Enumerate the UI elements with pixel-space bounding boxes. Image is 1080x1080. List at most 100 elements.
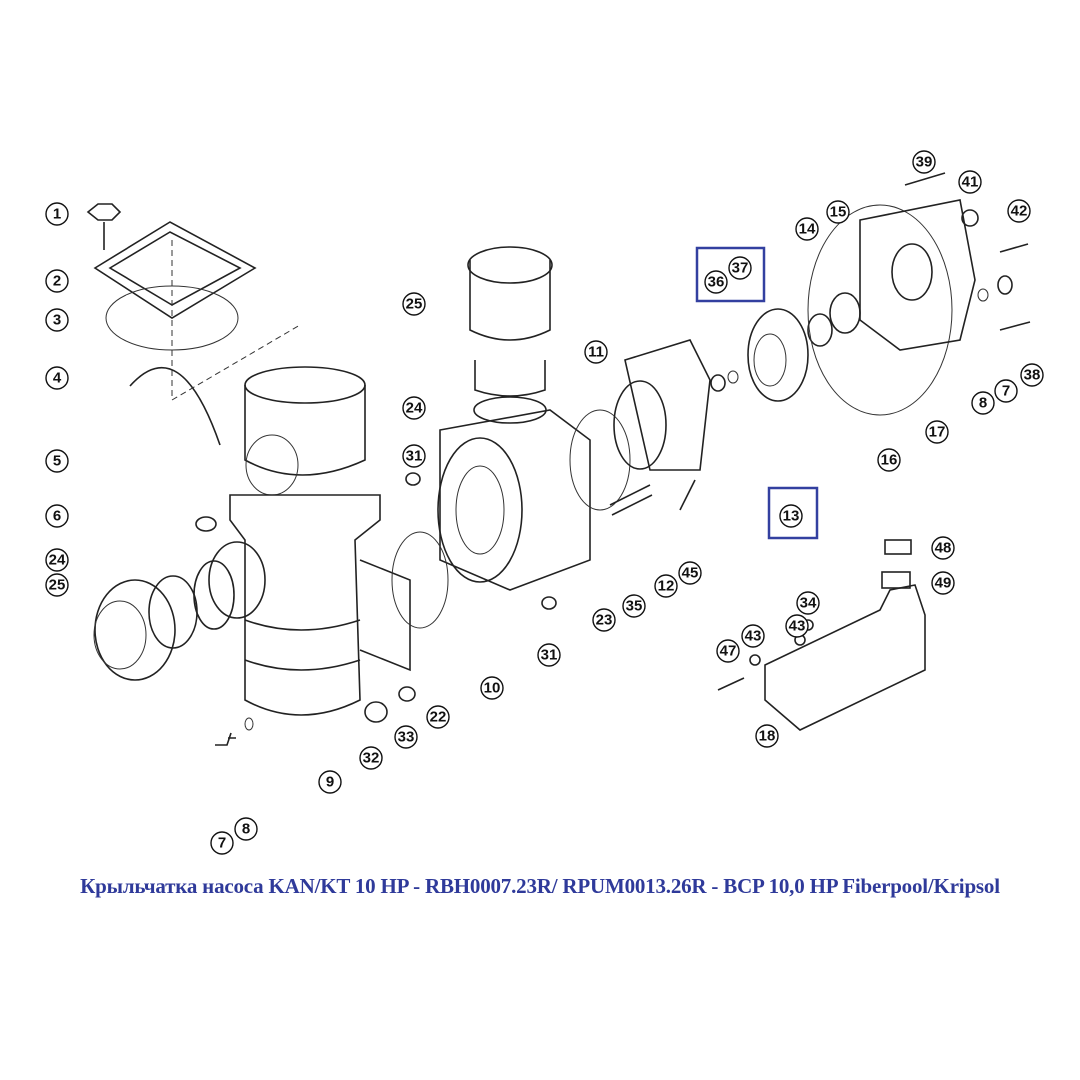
- callout-number: 43: [789, 618, 806, 635]
- callout-circle: [654, 574, 678, 598]
- callout-part-5: 5: [45, 449, 69, 473]
- callout-number: 22: [430, 709, 447, 726]
- callout-number: 7: [1002, 383, 1010, 400]
- callout-part-8: 8: [234, 817, 258, 841]
- callout-circle: [45, 548, 69, 572]
- callout-part-14: 14: [795, 217, 819, 241]
- callout-part-16: 16: [877, 448, 901, 472]
- callout-part-7: 7: [994, 379, 1018, 403]
- callout-circle: [402, 292, 426, 316]
- callout-number: 25: [406, 296, 423, 313]
- callout-part-3: 3: [45, 308, 69, 332]
- callout-number: 14: [799, 221, 816, 238]
- part-callouts: 1234562425789323322103131252411233512453…: [45, 150, 1044, 855]
- callout-part-25: 25: [45, 573, 69, 597]
- callout-part-36: 36: [704, 270, 728, 294]
- product-caption: Крыльчатка насоса KAN/KT 10 HP - RBH0007…: [80, 874, 1000, 898]
- callout-part-17: 17: [925, 420, 949, 444]
- callout-part-1: 1: [45, 202, 69, 226]
- callout-part-18: 18: [755, 724, 779, 748]
- callout-circle: [402, 396, 426, 420]
- callout-circle: [704, 270, 728, 294]
- callout-part-12: 12: [654, 574, 678, 598]
- callout-part-10: 10: [480, 676, 504, 700]
- callout-number: 42: [1011, 203, 1028, 220]
- callout-number: 39: [916, 154, 933, 171]
- callout-circle: [537, 643, 561, 667]
- callout-part-24: 24: [45, 548, 69, 572]
- callout-number: 24: [49, 552, 66, 569]
- highlight-box-13: [767, 486, 819, 540]
- callout-circle: [755, 724, 779, 748]
- strainer-basket: [244, 366, 366, 496]
- callout-circle: [45, 366, 69, 390]
- callout-circle: [678, 561, 702, 585]
- callout-circle: [994, 379, 1018, 403]
- callout-circle: [971, 391, 995, 415]
- callout-number: 43: [745, 628, 762, 645]
- callout-number: 7: [218, 835, 226, 852]
- callout-circle: [958, 170, 982, 194]
- callout-number: 4: [53, 370, 62, 387]
- callout-number: 36: [708, 274, 725, 291]
- callout-number: 23: [596, 612, 613, 629]
- diffuser: [613, 339, 711, 471]
- callout-number: 33: [398, 729, 415, 746]
- callout-number: 35: [626, 598, 643, 615]
- callout-part-47: 47: [716, 639, 740, 663]
- callout-circle: [45, 269, 69, 293]
- callout-number: 15: [830, 204, 847, 221]
- callout-number: 8: [242, 821, 250, 838]
- callout-part-41: 41: [958, 170, 982, 194]
- callout-part-49: 49: [931, 571, 955, 595]
- callout-circle: [592, 608, 616, 632]
- callout-part-8: 8: [971, 391, 995, 415]
- callout-part-31: 31: [537, 643, 561, 667]
- callout-number: 25: [49, 577, 66, 594]
- highlight-box-36-37: [695, 246, 766, 303]
- callout-part-2: 2: [45, 269, 69, 293]
- callout-part-38: 38: [1020, 363, 1044, 387]
- callout-part-22: 22: [426, 705, 450, 729]
- callout-circle: [826, 200, 850, 224]
- callout-part-15: 15: [826, 200, 850, 224]
- callout-number: 34: [800, 595, 817, 612]
- callout-circle: [716, 639, 740, 663]
- callout-number: 48: [935, 540, 952, 557]
- callout-part-7: 7: [210, 831, 234, 855]
- callout-number: 37: [732, 260, 749, 277]
- callout-part-42: 42: [1007, 199, 1031, 223]
- callout-part-34: 34: [796, 591, 820, 615]
- callout-circle: [45, 504, 69, 528]
- motor-support-base: [717, 539, 926, 731]
- callout-number: 13: [783, 508, 800, 525]
- callout-number: 5: [53, 453, 61, 470]
- callout-part-11: 11: [584, 340, 608, 364]
- callout-number: 16: [881, 452, 898, 469]
- callout-number: 18: [759, 728, 776, 745]
- callout-number: 45: [682, 565, 699, 582]
- callout-circle: [1007, 199, 1031, 223]
- callout-part-9: 9: [318, 770, 342, 794]
- callout-number: 3: [53, 312, 61, 329]
- callout-part-31: 31: [402, 444, 426, 468]
- callout-number: 41: [962, 174, 979, 191]
- callout-number: 31: [406, 448, 423, 465]
- callout-part-13: 13: [779, 504, 803, 528]
- callout-number: 11: [588, 344, 604, 361]
- callout-circle: [925, 420, 949, 444]
- callout-number: 47: [720, 643, 737, 660]
- seal-plate: [807, 172, 1031, 416]
- callout-circle: [234, 817, 258, 841]
- callout-part-43: 43: [785, 614, 809, 638]
- callout-circle: [931, 536, 955, 560]
- callout-part-6: 6: [45, 504, 69, 528]
- callout-number: 38: [1024, 367, 1041, 384]
- callout-circle: [45, 573, 69, 597]
- callout-circle: [45, 308, 69, 332]
- callout-number: 17: [929, 424, 946, 441]
- callout-part-24: 24: [402, 396, 426, 420]
- callout-part-33: 33: [394, 725, 418, 749]
- callout-circle: [796, 591, 820, 615]
